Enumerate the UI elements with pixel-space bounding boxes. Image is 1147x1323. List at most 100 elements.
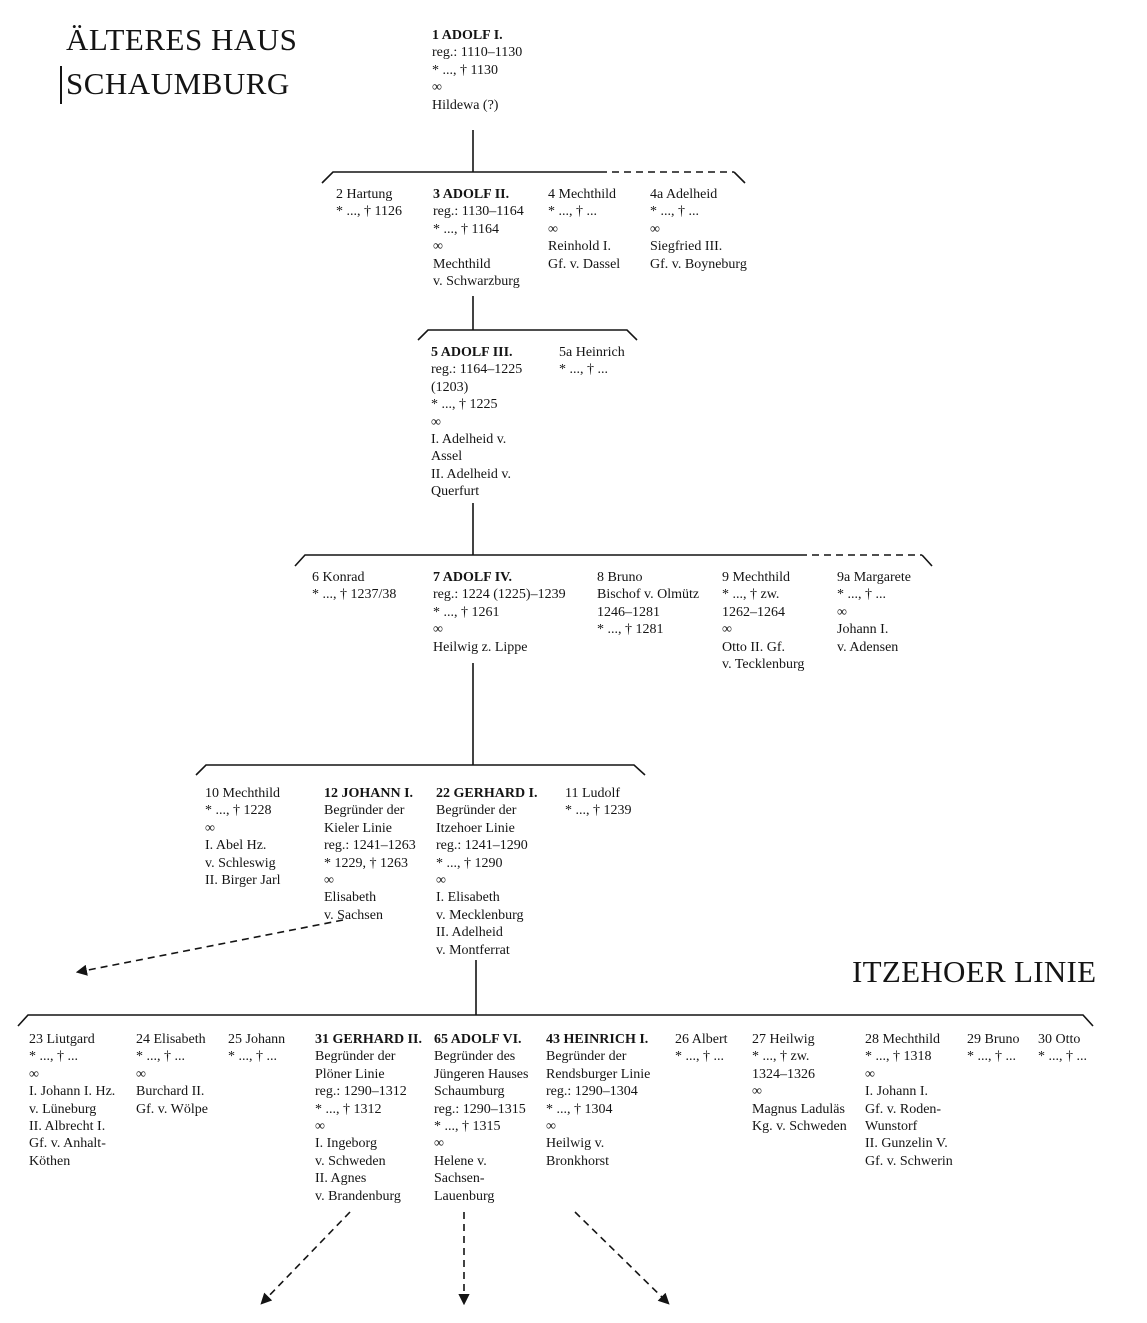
person-bruno-29: 29 Bruno* ..., † ... [967, 1031, 1020, 1066]
person-detail-line: Schaumburg [434, 1084, 505, 1100]
marriage-symbol: ∞ [837, 604, 847, 620]
marriage-symbol: ∞ [436, 873, 446, 889]
marriage-symbol: ∞ [434, 1136, 444, 1152]
person-detail-line: II. Albrecht I. [29, 1119, 106, 1135]
main-title-line-1: ÄLTERES HAUS [66, 22, 298, 57]
person-detail-line: Heilwig v. [546, 1136, 605, 1152]
person-detail-line: Hildewa (?) [432, 97, 499, 113]
person-detail-line: 1246–1281 [597, 604, 660, 620]
person-detail-line: * ..., † ... [228, 1049, 277, 1065]
person-detail-line: Helene v. [434, 1153, 487, 1169]
person-adolf-ii: 3 ADOLF II. reg.: 1130–1164* ..., † 1164 ∞… [433, 186, 524, 290]
person-detail-line: II. Birger Jarl [205, 873, 281, 889]
sibling-bracket [321, 171, 600, 184]
person-detail-line: reg.: 1130–1164 [433, 204, 524, 220]
person-detail-line: * ..., † 1228 [205, 803, 272, 819]
person-name: 11 Ludolf [565, 786, 621, 801]
marriage-symbol: ∞ [752, 1084, 762, 1100]
person-detail-line: * ..., † 1315 [434, 1119, 501, 1135]
person-detail-line: reg.: 1290–1312 [315, 1084, 407, 1100]
person-detail-line: Otto II. Gf. [722, 639, 785, 655]
person-heinrich-5a: 5a Heinrich* ..., † ... [559, 344, 625, 379]
person-name: 23 Liutgard [29, 1032, 95, 1047]
person-detail-line: 1262–1264 [722, 604, 785, 620]
person-detail-line: Gf. v. Anhalt- [29, 1136, 106, 1152]
sibling-bracket [294, 554, 800, 567]
person-detail-line: reg.: 1164–1225 [431, 362, 523, 378]
person-detail-line: reg.: 1224 (1225)–1239 [433, 587, 566, 603]
person-detail-line: reg.: 1110–1130 [432, 45, 523, 61]
person-name: 1 ADOLF I. [432, 28, 503, 43]
person-name: 8 Bruno [597, 570, 643, 585]
person-detail-line: Bronkhorst [546, 1153, 609, 1169]
person-detail-line: Assel [431, 449, 463, 465]
person-detail-line: * ..., † 1130 [432, 62, 498, 78]
marriage-symbol: ∞ [432, 80, 442, 96]
person-detail-line: * ..., † 1126 [336, 204, 402, 220]
person-detail-line: Johann I. [837, 622, 889, 638]
person-detail-line: * ..., † 1318 [865, 1049, 932, 1065]
person-detail-line: * ..., † 1261 [433, 604, 500, 620]
person-name: 65 ADOLF VI. [434, 1032, 522, 1047]
person-adolf-iv: 7 ADOLF IV. reg.: 1224 (1225)–1239* ..., … [433, 569, 566, 656]
person-name: 7 ADOLF IV. [433, 570, 512, 585]
person-detail-line: * ..., † ... [559, 362, 608, 378]
person-detail-line: * ..., † ... [837, 587, 886, 603]
person-detail-line: II. Agnes [315, 1171, 367, 1187]
marriage-symbol: ∞ [433, 239, 443, 255]
person-name: 6 Konrad [312, 570, 365, 585]
marriage-symbol: ∞ [433, 622, 443, 638]
person-detail-line: v. Mecklenburg [436, 907, 524, 923]
person-name: 3 ADOLF II. [433, 187, 510, 202]
person-name: 12 JOHANN I. [324, 786, 414, 801]
person-detail-line: * 1229, † 1263 [324, 855, 408, 871]
person-name: 25 Johann [228, 1032, 286, 1047]
person-detail-line: Elisabeth [324, 890, 377, 906]
person-detail-line: II. Gunzelin V. [865, 1136, 948, 1152]
sibling-bracket [195, 764, 646, 776]
person-detail-line: Begründer der [436, 803, 517, 819]
person-name: 24 Elisabeth [136, 1032, 206, 1047]
person-name: 27 Heilwig [752, 1032, 815, 1047]
title-bar [60, 66, 62, 104]
person-detail-line: * ..., † ... [967, 1049, 1016, 1065]
person-detail-line: * ..., † ... [136, 1049, 185, 1065]
person-johann-25: 25 Johann * ..., † ... [228, 1031, 285, 1066]
person-detail-line: Gf. v. Wölpe [136, 1101, 208, 1117]
person-detail-line: Jüngeren Hauses [434, 1066, 529, 1082]
person-detail-line: * ..., † 1304 [546, 1101, 613, 1117]
person-detail-line: Heilwig z. Lippe [433, 639, 528, 655]
person-detail-line: v. Schwarzburg [433, 274, 520, 290]
marriage-symbol: ∞ [315, 1119, 325, 1135]
person-name: 26 Albert [675, 1032, 728, 1047]
person-detail-line: * ..., † zw. [722, 587, 780, 603]
marriage-symbol: ∞ [136, 1066, 146, 1082]
person-detail-line: Siegfried III. [650, 239, 723, 255]
person-detail-line: * ..., † 1164 [433, 221, 499, 237]
person-detail-line: I. Abel Hz. [205, 838, 267, 854]
person-detail-line: Lauenburg [434, 1188, 495, 1204]
person-name: 9a Margarete [837, 570, 911, 585]
person-detail-line: v. Montferrat [436, 942, 510, 958]
marriage-symbol: ∞ [431, 414, 441, 430]
person-name: 4 Mechthild [548, 187, 617, 202]
person-detail-line: Begründer des [434, 1049, 516, 1065]
person-detail-line: v. Lüneburg [29, 1101, 97, 1117]
marriage-symbol: ∞ [865, 1066, 875, 1082]
person-detail-line: Querfurt [431, 484, 480, 500]
person-detail-line: Bischof v. Olmütz [597, 587, 700, 603]
person-detail-line: * ..., † 1237/38 [312, 587, 397, 603]
person-elisabeth-24: 24 Elisabeth* ..., † ...∞Burchard II.Gf.… [136, 1031, 208, 1118]
person-detail-line: Rendsburger Linie [546, 1066, 651, 1082]
sibling-bracket-end [733, 171, 746, 184]
sibling-bracket [17, 1014, 1094, 1027]
person-detail-line: Begründer der [546, 1049, 627, 1065]
sibling-bracket-end [921, 554, 933, 567]
person-detail-line: Magnus Laduläs [752, 1101, 845, 1117]
person-detail-line: I. Johann I. Hz. [29, 1084, 116, 1100]
person-margarete-9a: 9a Margarete* ..., † ...∞Johann I.v. Ade… [837, 569, 911, 656]
person-detail-line: 1324–1326 [752, 1066, 815, 1082]
person-konrad: 6 Konrad * ..., † 1237/38 [312, 569, 396, 604]
person-detail-line: I. Adelheid v. [431, 432, 507, 448]
